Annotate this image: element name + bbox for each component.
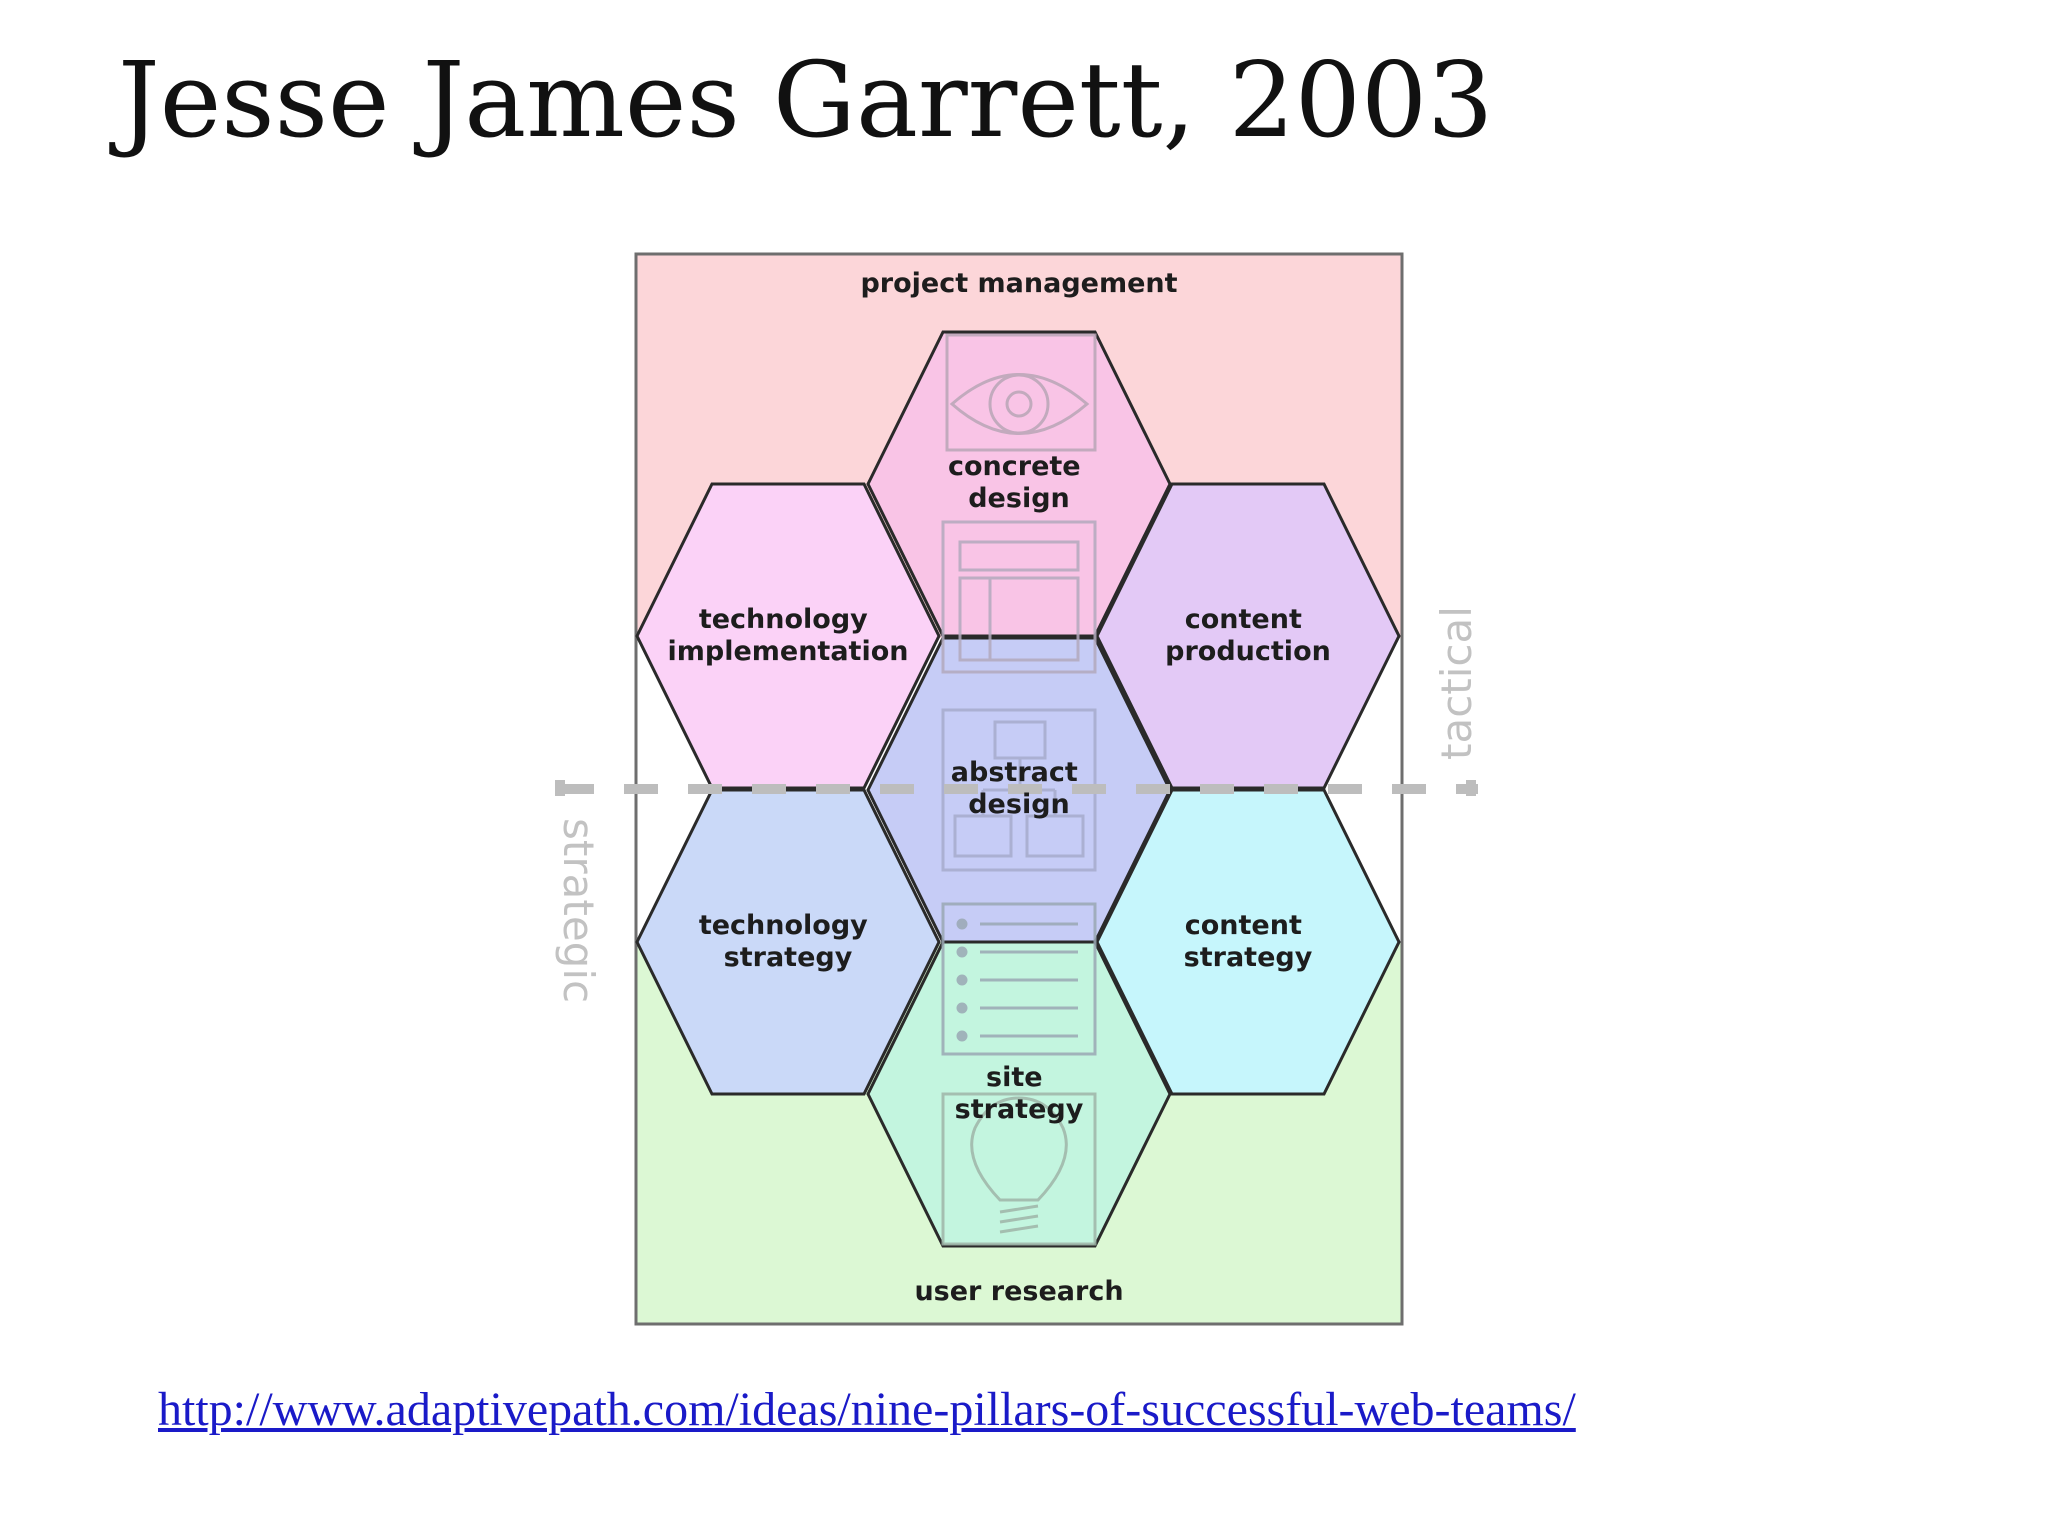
- tactical-label: tactical: [1432, 606, 1481, 760]
- content-production-line-2: production: [1165, 636, 1331, 667]
- slide-title: Jesse James Garrett, 2003: [118, 39, 1494, 161]
- eye-icon: [945, 333, 1097, 452]
- project-management-label: project management: [860, 268, 1177, 299]
- bullet-list-icon: [941, 902, 1097, 1056]
- concrete-design-line-2: design: [968, 483, 1070, 514]
- technology-implementation-label: technology implementation: [667, 604, 908, 667]
- technology-implementation-line-1: technology: [699, 604, 868, 635]
- content-strategy-line-1: content: [1185, 910, 1302, 941]
- tactical-strategic-divider: [555, 780, 1478, 796]
- site-strategy-line-1: site: [986, 1062, 1043, 1093]
- technology-strategy-line-1: technology: [699, 910, 868, 941]
- lightbulb-icon: [941, 1092, 1097, 1246]
- user-research-label: user research: [914, 1276, 1123, 1307]
- content-strategy-hex: [1095, 788, 1401, 1096]
- site-strategy-label: site strategy: [955, 1062, 1084, 1125]
- concrete-design-label: concrete design: [948, 451, 1090, 514]
- concrete-design-line-1: concrete: [948, 451, 1081, 482]
- content-strategy-line-2: strategy: [1184, 942, 1313, 973]
- content-production-hex: [1095, 482, 1401, 790]
- page-layout-icon: [941, 520, 1097, 674]
- technology-strategy-line-2: strategy: [724, 942, 853, 973]
- source-link[interactable]: http://www.adaptivepath.com/ideas/nine-p…: [158, 1383, 1576, 1436]
- content-production-line-1: content: [1185, 604, 1302, 635]
- abstract-design-line-1: abstract: [951, 757, 1078, 788]
- site-strategy-line-2: strategy: [955, 1094, 1084, 1125]
- content-production-label: content production: [1165, 604, 1331, 667]
- strategic-label: strategic: [554, 818, 603, 1003]
- abstract-design-line-2: design: [968, 789, 1070, 820]
- technology-implementation-line-2: implementation: [667, 636, 908, 667]
- content-strategy-label: content strategy: [1184, 910, 1313, 973]
- technology-strategy-label: technology strategy: [699, 910, 877, 973]
- abstract-design-label: abstract design: [951, 757, 1087, 820]
